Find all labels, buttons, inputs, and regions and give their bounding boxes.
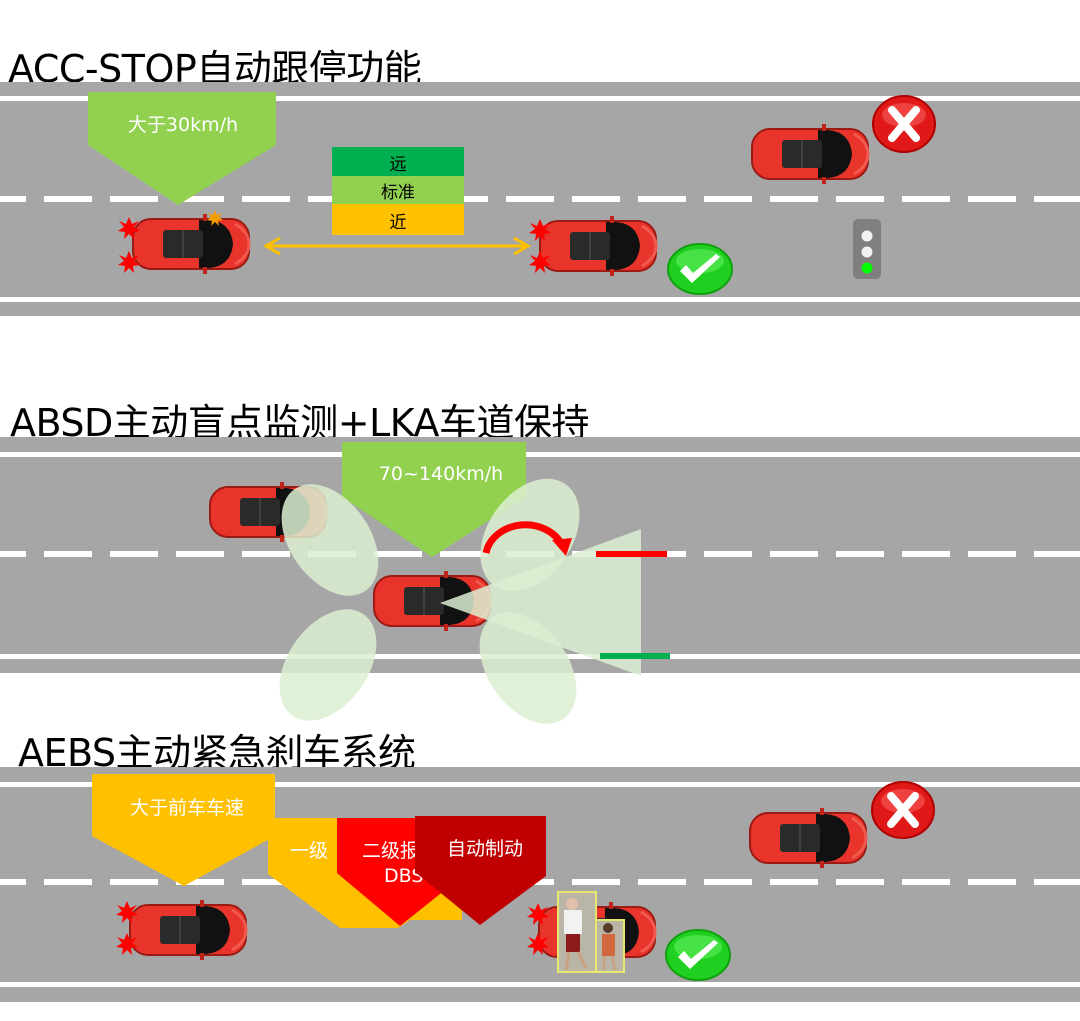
lane-dash [110, 879, 158, 885]
lane-dash [0, 879, 26, 885]
lane-dash [1034, 879, 1080, 885]
cross-icon [872, 782, 934, 838]
aebs-stage-auto-brake: 自动制动 [415, 816, 546, 925]
lane-dash [770, 879, 818, 885]
lane-dash [176, 196, 224, 202]
aebs-stage-speed: 大于前车车速 [92, 774, 275, 886]
distance-level-standard [332, 176, 464, 204]
lane-dash [704, 879, 752, 885]
lane-dash [836, 551, 884, 557]
lane-dash [638, 196, 686, 202]
speed-callout-absd-label: 70~140km/h [379, 463, 503, 485]
lane-dash [968, 196, 1016, 202]
lane-dash [0, 551, 26, 557]
lane-marker-ok [600, 653, 670, 659]
blind-spot-zone-rear-right [279, 609, 377, 721]
lane-dash [242, 551, 290, 557]
speed-callout-absd: 70~140km/h [342, 442, 526, 557]
lane-dash [1034, 196, 1080, 202]
distance-level-near-label: 近 [390, 213, 407, 233]
ego-car-acc [131, 212, 251, 276]
blind-spot-zone-rear-left [281, 484, 379, 596]
lane-dash [44, 196, 92, 202]
lka-camera-field [440, 529, 641, 676]
check-icon [667, 243, 733, 295]
lane-dash [242, 196, 290, 202]
distance-level-far [332, 147, 464, 176]
lane-dash [44, 879, 92, 885]
lane-dash [968, 551, 1016, 557]
speed-callout-acc: 大于30km/h [88, 92, 276, 205]
lane-dash [506, 196, 554, 202]
lane-dash [0, 196, 26, 202]
lane-marker-warning [596, 551, 667, 557]
road-edge-top [0, 782, 1080, 787]
check-icon [665, 929, 731, 981]
lane-dash [572, 196, 620, 202]
lane-correction-arrowhead [552, 538, 572, 556]
lane-dash [110, 551, 158, 557]
lane-dash [242, 879, 290, 885]
lead-car-acc [538, 214, 658, 278]
road-edge-top [0, 452, 1080, 457]
distance-level-standard-label: 标准 [381, 183, 415, 203]
lane-dash [440, 551, 488, 557]
distance-level-selector: 远 标准 近 [332, 147, 464, 235]
lane-dash [704, 551, 752, 557]
lane-dash [1034, 551, 1080, 557]
lane-dash [770, 196, 818, 202]
lane-dash [968, 879, 1016, 885]
turn-signal-icon [207, 210, 223, 226]
lane-dash [176, 551, 224, 557]
aebs-stage-auto-brake-label: 自动制动 [447, 838, 523, 860]
lane-dash [836, 879, 884, 885]
aebs-stage-level2-sublabel: DBS [384, 865, 423, 887]
lane-dash [902, 879, 950, 885]
adjacent-car-aebs [748, 806, 868, 870]
aebs-stage-level1-label: 一级 [290, 840, 328, 862]
distance-level-far-label: 远 [390, 155, 407, 175]
road-edge-top [0, 96, 1080, 101]
lane-dash [44, 551, 92, 557]
aebs-stage-speed-label: 大于前车车速 [130, 797, 244, 819]
lane-dash [176, 879, 224, 885]
lane-dash [572, 879, 620, 885]
lane-dash [704, 196, 752, 202]
ego-car-aebs [128, 898, 248, 962]
lane-dash [902, 551, 950, 557]
pedestrian-detection-box [557, 891, 597, 973]
lane-dash [638, 879, 686, 885]
lane-dash [836, 196, 884, 202]
cross-icon [873, 96, 935, 152]
road-edge-bottom [0, 982, 1080, 987]
road-edge-bottom [0, 297, 1080, 302]
distance-level-near [332, 204, 464, 235]
lane-correction-arrow [482, 521, 566, 554]
traffic-light-icon [853, 219, 881, 279]
lane-dash [770, 551, 818, 557]
adjacent-car-acc [750, 122, 870, 186]
lane-dash [110, 196, 158, 202]
lane-dash [374, 551, 422, 557]
lane-dash [902, 196, 950, 202]
speed-callout-acc-label: 大于30km/h [128, 114, 238, 136]
following-distance-arrow [262, 236, 532, 256]
child-detection-box [595, 919, 625, 973]
